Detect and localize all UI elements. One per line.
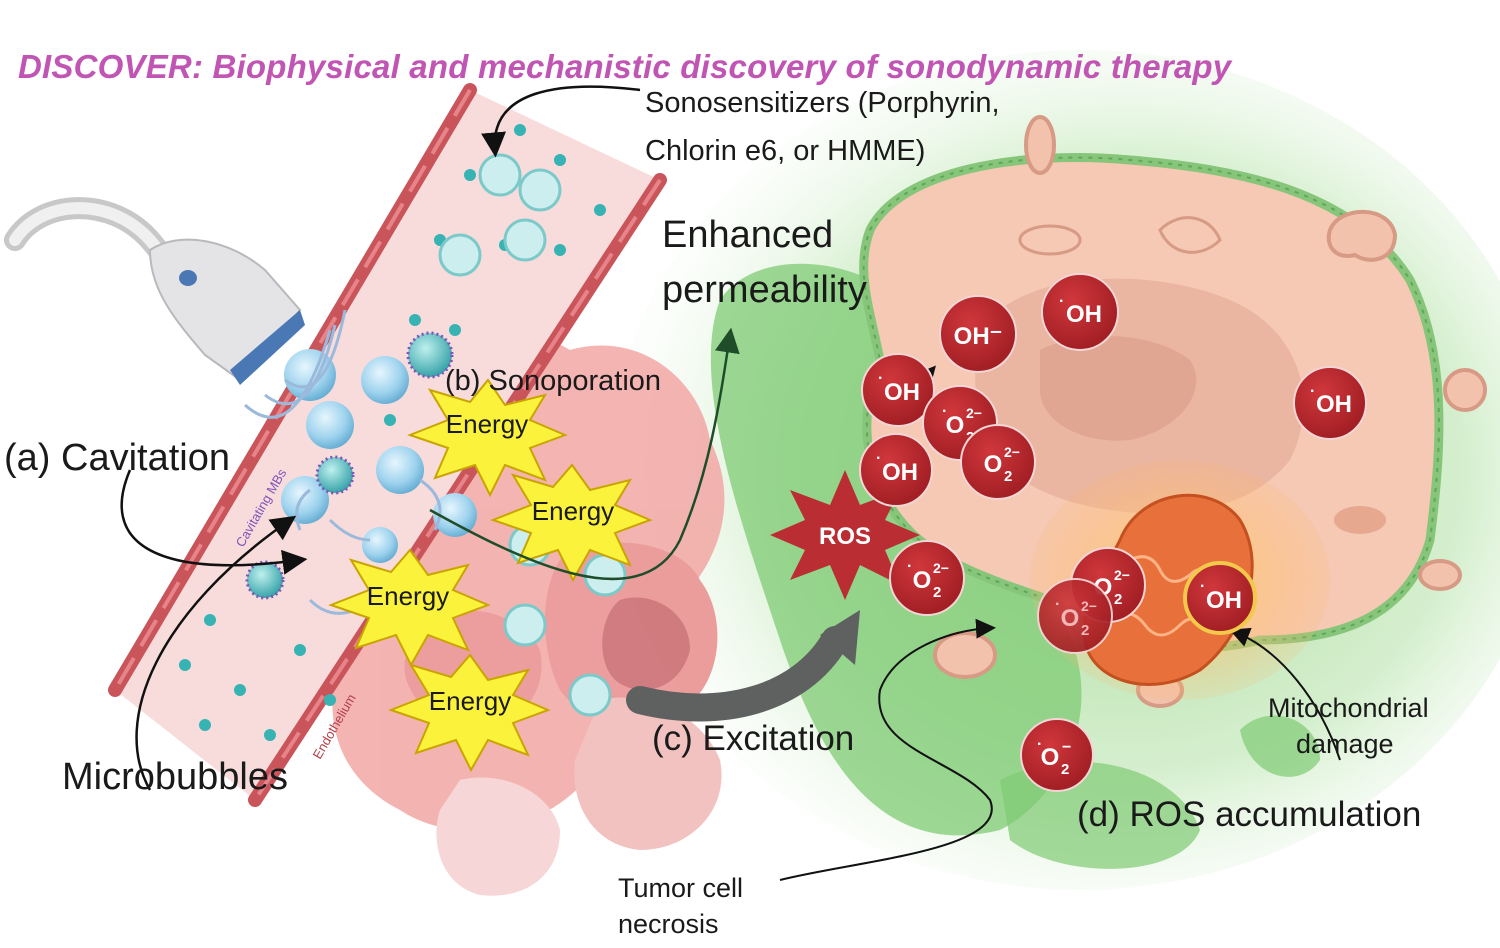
endothelium-label: Endothelium: [310, 691, 359, 761]
svg-text:2: 2: [933, 584, 941, 601]
svg-text:·: ·: [907, 558, 912, 575]
process-arrows: [120, 85, 1341, 881]
hydroxide-label: OH⁻: [954, 323, 1003, 350]
enhanced-label: Enhanced: [662, 214, 834, 256]
hydroxyl-dot: ·: [1200, 578, 1205, 595]
svg-text:2−: 2−: [1114, 567, 1130, 583]
peroxide-molecule: · O 2 2−: [1037, 578, 1113, 654]
ros-accumulation-label: (d) ROS accumulation: [1077, 795, 1422, 834]
microbubble-icon: [245, 331, 477, 600]
energy-label: Energy: [367, 581, 449, 611]
svg-text:2: 2: [1004, 468, 1012, 485]
hydroxyl-dot: ·: [1059, 293, 1064, 310]
hydroxyl-label: OH: [882, 459, 918, 486]
energy-label: Energy: [532, 496, 614, 526]
ultrasound-waves: [243, 309, 442, 615]
peroxide-molecule: O 2 2−: [960, 424, 1036, 500]
svg-text:O: O: [1041, 744, 1060, 771]
superoxide-molecule: · O 2 −: [1020, 718, 1094, 792]
hydroxyl-label: OH: [1066, 301, 1102, 328]
peroxide-molecule: · O 2 2−: [889, 540, 965, 616]
mitochondria-icon: [1030, 460, 1330, 700]
svg-text:O: O: [913, 567, 932, 594]
svg-text:2: 2: [1114, 591, 1122, 608]
hydroxyl-label: OH: [1206, 587, 1242, 614]
microbubbles-label: Microbubbles: [62, 756, 288, 798]
hydroxyl-dot: ·: [1310, 383, 1315, 400]
sonosensitizer-icon: [438, 153, 627, 717]
mitochondrial-damage-label-line2: damage: [1296, 729, 1394, 759]
hydroxyl-label: OH: [1316, 391, 1352, 418]
svg-text:O: O: [1061, 605, 1080, 632]
page-title: DISCOVER: Biophysical and mechanistic di…: [18, 48, 1232, 85]
sonosensitizers-label-line1: Sonosensitizers (Porphyrin,: [645, 87, 1000, 119]
svg-text:2−: 2−: [1004, 444, 1020, 460]
svg-text:·: ·: [942, 403, 947, 420]
mitochondrial-damage-label-line1: Mitochondrial: [1268, 693, 1429, 723]
permeability-label: permeability: [662, 269, 867, 311]
hydroxyl-label: OH: [884, 379, 920, 406]
hydroxyl-dot: ·: [878, 370, 883, 387]
svg-text:·: ·: [1037, 736, 1042, 753]
sonosensitizers-label-line2: Chlorin e6, or HMME): [645, 135, 926, 167]
hydroxyl-molecule: · OH: [861, 353, 935, 427]
energy-label: Energy: [429, 686, 511, 716]
hydroxyl-molecule: · OH: [859, 433, 933, 507]
svg-text:2: 2: [1061, 761, 1069, 778]
energy-label: Energy: [446, 409, 528, 439]
svg-text:2−: 2−: [933, 560, 949, 576]
necrosis-label-line2: necrosis: [618, 909, 719, 939]
cavitation-label: (a) Cavitation: [4, 437, 230, 479]
excitation-label: (c) Excitation: [652, 719, 855, 758]
hydroxyl-molecule: · OH: [1293, 366, 1367, 440]
hydroxyl-molecule: · OH: [1041, 273, 1119, 351]
ros-burst-label: ROS: [819, 523, 871, 550]
svg-text:·: ·: [1055, 596, 1060, 613]
svg-text:2−: 2−: [966, 405, 982, 421]
energy-burst-shapes: [328, 378, 653, 773]
necrosis-label-line1: Tumor cell: [618, 873, 744, 903]
hydroxide-molecule: OH⁻: [939, 295, 1017, 373]
sonoporation-label: (b) Sonoporation: [445, 365, 662, 397]
svg-text:2: 2: [1081, 622, 1089, 639]
svg-text:2−: 2−: [1081, 598, 1097, 614]
svg-text:−: −: [1062, 739, 1071, 756]
cavitating-mbs-label: Cavitating MBs: [233, 466, 290, 550]
hydroxyl-dot: ·: [876, 450, 881, 467]
svg-text:O: O: [984, 451, 1003, 478]
hydroxyl-molecule-mito: · OH: [1183, 561, 1257, 635]
ultrasound-probe-icon: [4, 197, 305, 385]
svg-text:O: O: [946, 412, 965, 439]
